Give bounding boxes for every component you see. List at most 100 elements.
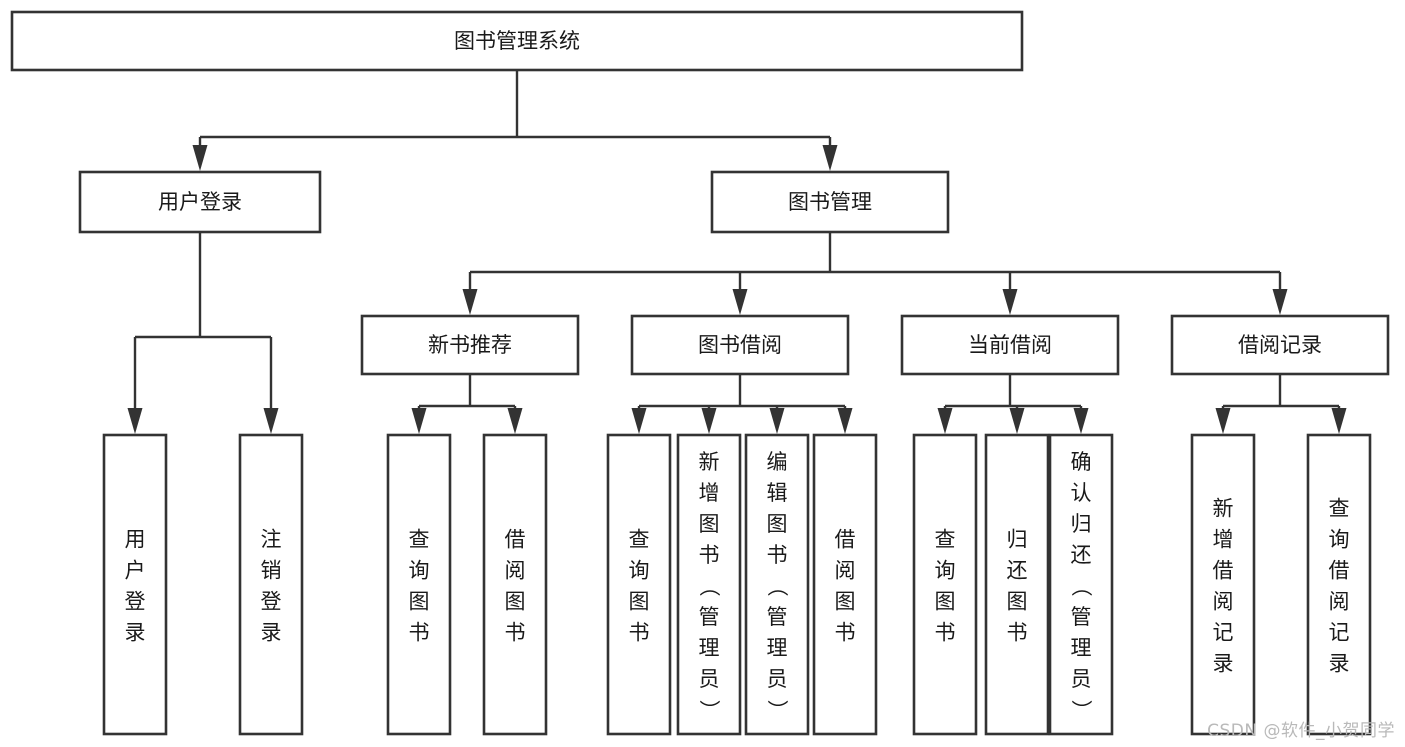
level3-label: 借阅记录: [1238, 333, 1322, 357]
label-char: ）: [1069, 700, 1093, 721]
label-char: 还: [1071, 543, 1092, 567]
leaf-box[interactable]: [386, 433, 452, 736]
level3-node[interactable]: 图书借阅: [630, 314, 850, 376]
arrow-head-icon: [732, 289, 748, 315]
level2-box[interactable]: [78, 170, 322, 234]
leaf-box[interactable]: [238, 433, 304, 736]
label-char: 查: [1329, 497, 1350, 521]
label-char: 管: [767, 605, 788, 629]
level2-node[interactable]: 图书管理: [710, 170, 950, 234]
label-char: 借: [1329, 559, 1350, 583]
connector-group: [127, 232, 279, 434]
label-char: 归: [1007, 528, 1028, 552]
level3-node[interactable]: 借阅记录: [1170, 314, 1390, 376]
arrow-head-icon: [1009, 408, 1025, 434]
label-char: （: [1069, 576, 1093, 597]
level3-box[interactable]: [1170, 314, 1390, 376]
arrow-head-icon: [462, 289, 478, 315]
label-char: 确: [1071, 450, 1092, 474]
label-char: 新: [699, 450, 720, 474]
label-char: 书: [935, 621, 956, 645]
leaf-box[interactable]: [744, 433, 810, 736]
leaf-box[interactable]: [1306, 433, 1372, 736]
level2-box[interactable]: [710, 170, 950, 234]
label-char: 书: [629, 621, 650, 645]
label-char: 图: [629, 590, 650, 614]
arrow-head-icon: [1002, 289, 1018, 315]
label-char: 员: [767, 667, 788, 691]
label-char: 用: [125, 528, 146, 552]
label-char: 理: [1071, 636, 1092, 660]
leaf-box[interactable]: [102, 433, 168, 736]
leaf-box[interactable]: [606, 433, 672, 736]
label-char: （: [697, 576, 721, 597]
leaf-box[interactable]: [676, 433, 742, 736]
level3-node[interactable]: 当前借阅: [900, 314, 1120, 376]
label-char: 图: [935, 590, 956, 614]
connector-group: [192, 70, 838, 171]
leaf-box[interactable]: [912, 433, 978, 736]
label-char: 阅: [505, 559, 526, 583]
leaf-box[interactable]: [812, 433, 878, 736]
level3-label: 图书借阅: [698, 333, 782, 357]
label-char: 询: [1329, 528, 1350, 552]
arrow-head-icon: [1272, 289, 1288, 315]
arrow-head-icon: [411, 408, 427, 434]
level3-node[interactable]: 新书推荐: [360, 314, 580, 376]
leaf-box[interactable]: [1190, 433, 1256, 736]
leaf-node[interactable]: 用户登录: [102, 433, 168, 736]
level3-box[interactable]: [630, 314, 850, 376]
label-char: 辑: [767, 481, 788, 505]
leaf-box[interactable]: [1048, 433, 1114, 736]
label-char: 询: [629, 559, 650, 583]
label-char: 管: [699, 605, 720, 629]
arrow-head-icon: [1073, 408, 1089, 434]
label-char: ）: [697, 700, 721, 721]
label-char: 书: [1007, 621, 1028, 645]
root-node[interactable]: 图书管理系统: [10, 10, 1024, 72]
label-char: 借: [835, 528, 856, 552]
leaf-box[interactable]: [482, 433, 548, 736]
level3-box[interactable]: [900, 314, 1120, 376]
connector-group: [937, 374, 1089, 434]
label-char: 图: [409, 590, 430, 614]
connector-group: [631, 374, 853, 434]
arrow-head-icon: [263, 408, 279, 434]
label-char: （: [765, 576, 789, 597]
level2-node[interactable]: 用户登录: [78, 170, 322, 234]
label-char: 询: [935, 559, 956, 583]
level3-label: 新书推荐: [428, 333, 512, 357]
leaf-label: 用户登录: [125, 528, 146, 645]
label-char: 还: [1007, 559, 1028, 583]
label-char: 增: [1213, 528, 1234, 552]
level3-box[interactable]: [360, 314, 580, 376]
leaf-box[interactable]: [984, 433, 1050, 736]
label-char: 书: [835, 621, 856, 645]
label-char: 记: [1213, 621, 1234, 645]
label-char: 理: [767, 636, 788, 660]
label-char: 理: [699, 636, 720, 660]
root-box[interactable]: [10, 10, 1024, 72]
arrow-head-icon: [1331, 408, 1347, 434]
